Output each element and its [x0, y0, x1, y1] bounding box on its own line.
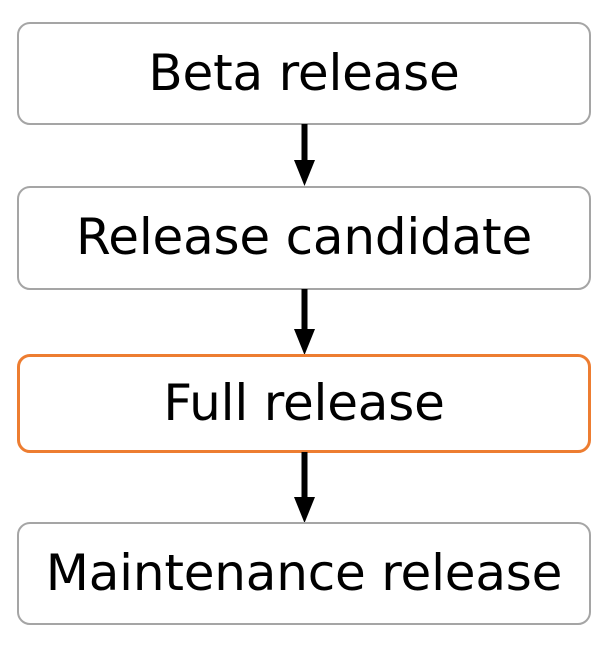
flow-node-release-candidate[interactable]: Release candidate — [17, 186, 591, 290]
flow-arrow-release-candidate-to-full-release — [293, 289, 315, 355]
flow-arrow-beta-to-release-candidate — [293, 124, 315, 186]
flow-node-label: Full release — [163, 373, 445, 432]
flow-node-maintenance-release[interactable]: Maintenance release — [17, 522, 591, 625]
flow-node-label: Beta release — [148, 43, 460, 102]
flow-node-label: Maintenance release — [45, 543, 563, 602]
flow-arrow-full-release-to-maintenance-release — [293, 452, 315, 523]
flow-node-beta-release[interactable]: Beta release — [17, 22, 591, 125]
flow-node-label: Release candidate — [75, 208, 533, 266]
flow-node-full-release[interactable]: Full release — [17, 354, 591, 453]
